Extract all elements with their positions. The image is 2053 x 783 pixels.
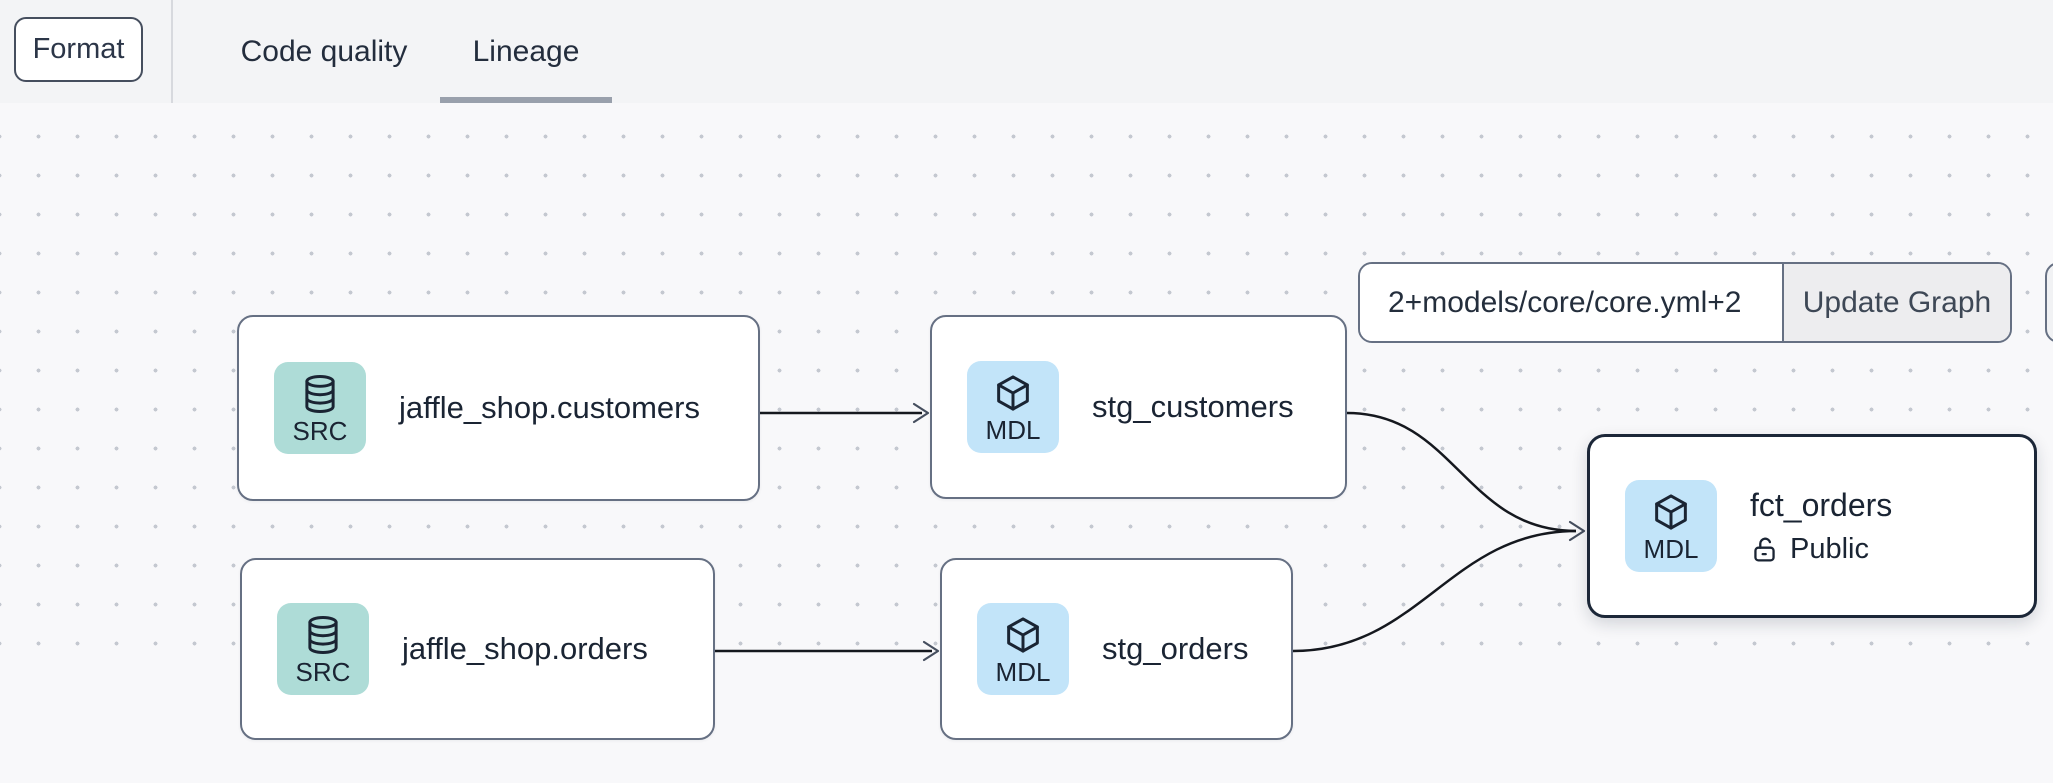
node-label: stg_orders (1102, 631, 1249, 666)
cube-icon (1655, 494, 1687, 530)
cube-icon (1007, 617, 1039, 653)
node-text-column: fct_orders Public (1750, 487, 1892, 566)
node-label: fct_orders (1750, 486, 1893, 523)
editor-topbar: Format Code quality Lineage (0, 0, 2053, 103)
model-selector-input[interactable] (1360, 264, 1782, 341)
format-button[interactable]: Format (14, 17, 143, 82)
edge-arrowhead (912, 402, 930, 424)
badge-label: SRC (295, 657, 351, 687)
graph-controls: Update Graph (1358, 262, 2012, 343)
node-stg-customers[interactable]: MDL stg_customers (930, 315, 1347, 499)
update-graph-button[interactable]: Update Graph (1782, 264, 2010, 341)
node-label: jaffle_shop.orders (402, 631, 648, 666)
node-stg-orders[interactable]: MDL stg_orders (940, 558, 1293, 740)
overflow-control-partial[interactable] (2045, 262, 2053, 343)
node-jaffle-shop-customers[interactable]: SRC jaffle_shop.customers (237, 315, 760, 501)
node-fct-orders[interactable]: MDL fct_orders Public (1587, 434, 2037, 618)
lineage-canvas[interactable]: SRC jaffle_shop.customers MDL stg_custom… (0, 103, 2053, 740)
edge-stg-customers-to-fct-orders (1346, 411, 1577, 533)
database-icon (308, 616, 338, 654)
node-jaffle-shop-orders[interactable]: SRC jaffle_shop.orders (240, 558, 715, 740)
model-badge: MDL (977, 603, 1069, 695)
node-label: jaffle_shop.customers (399, 390, 700, 425)
model-badge: MDL (967, 361, 1059, 453)
topbar-divider (171, 0, 173, 103)
cube-icon (997, 375, 1029, 411)
tab-lineage[interactable]: Lineage (440, 0, 612, 103)
badge-label: MDL (1643, 534, 1699, 564)
badge-label: MDL (985, 415, 1041, 445)
tab-code-quality[interactable]: Code quality (214, 0, 434, 103)
unlock-icon (1754, 537, 1775, 562)
badge-label: SRC (292, 416, 348, 446)
model-badge: MDL (1625, 480, 1717, 572)
format-button-label: Format (32, 33, 125, 65)
update-graph-label: Update Graph (1802, 285, 1992, 319)
badge-label: MDL (995, 657, 1051, 687)
tab-lineage-label: Lineage (472, 34, 580, 68)
edge-stg-orders-to-fct-orders (1292, 529, 1577, 653)
edge-arrowhead (1568, 520, 1586, 542)
source-badge: SRC (277, 603, 369, 695)
source-badge: SRC (274, 362, 366, 454)
access-row: Public (1750, 533, 1892, 566)
access-label: Public (1790, 532, 1869, 565)
tab-code-quality-label: Code quality (240, 34, 408, 68)
edge-arrowhead (922, 640, 940, 662)
database-icon (305, 375, 335, 413)
node-label: stg_customers (1092, 389, 1294, 424)
